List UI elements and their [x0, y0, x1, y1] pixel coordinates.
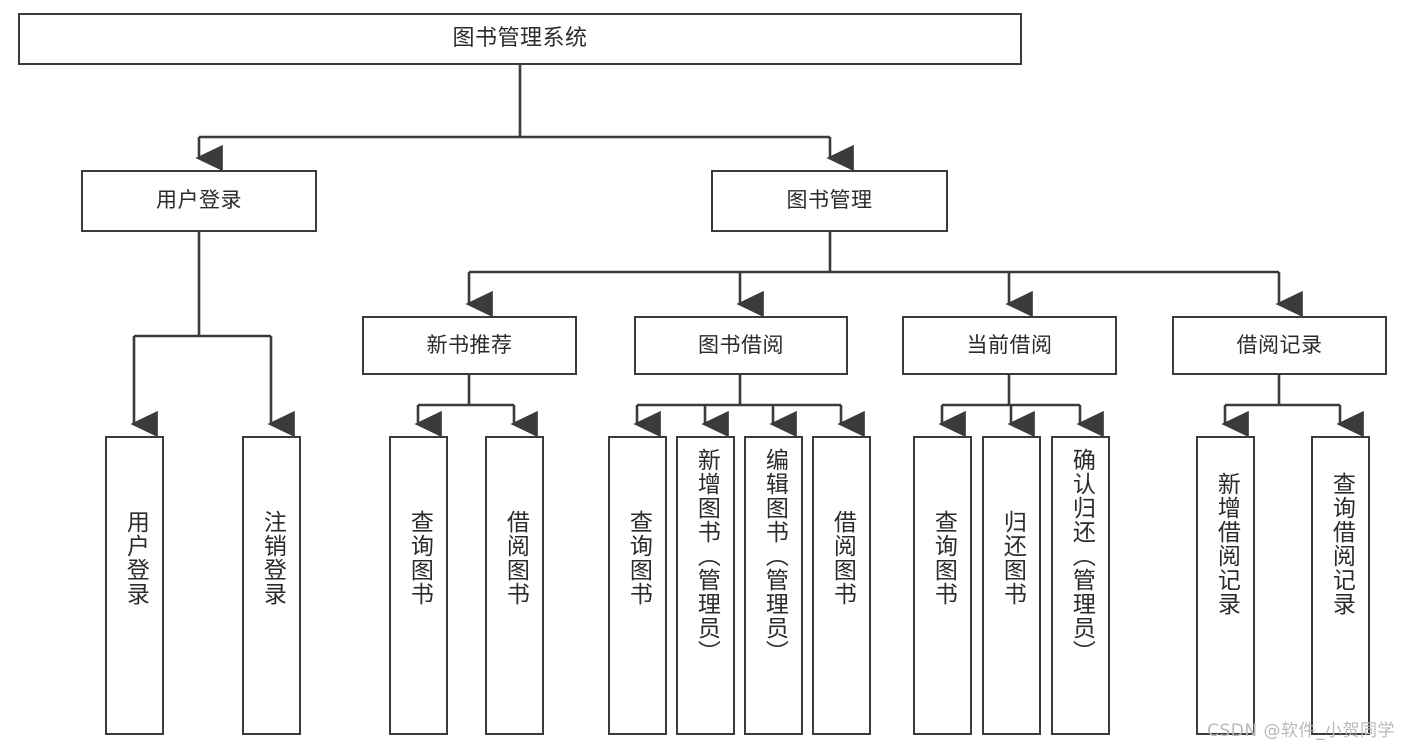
leaf-label: 新增图书（管理员）	[693, 448, 720, 664]
leaf-label: 借阅图书	[502, 510, 529, 606]
leaf-label: 注销登录	[259, 510, 286, 606]
leaf-label: 查询图书	[625, 510, 652, 606]
leaf-label: 归还图书	[999, 510, 1026, 606]
leaf-label: 借阅图书	[829, 510, 856, 606]
leaf-borrow-book-2[interactable]: 借阅图书	[812, 436, 871, 735]
leaf-add-book[interactable]: 新增图书（管理员）	[676, 436, 735, 735]
leaf-label: 新增借阅记录	[1213, 472, 1240, 616]
leaf-edit-book[interactable]: 编辑图书（管理员）	[744, 436, 803, 735]
leaf-label: 编辑图书（管理员）	[761, 448, 788, 664]
leaf-add-record[interactable]: 新增借阅记录	[1196, 436, 1255, 735]
node-current-borrow[interactable]: 当前借阅	[902, 316, 1117, 375]
leaf-confirm-return[interactable]: 确认归还（管理员）	[1051, 436, 1110, 735]
leaf-query-record[interactable]: 查询借阅记录	[1311, 436, 1370, 735]
leaf-query-book-1[interactable]: 查询图书	[389, 436, 448, 735]
node-book-borrow[interactable]: 图书借阅	[634, 316, 848, 375]
leaf-logout-login[interactable]: 注销登录	[242, 436, 301, 735]
leaf-label: 查询借阅记录	[1328, 472, 1355, 616]
leaf-label: 查询图书	[406, 510, 433, 606]
node-user-login[interactable]: 用户登录	[81, 170, 317, 232]
leaf-query-book-3[interactable]: 查询图书	[913, 436, 972, 735]
node-new-book-recommend[interactable]: 新书推荐	[362, 316, 577, 375]
leaf-borrow-book-1[interactable]: 借阅图书	[485, 436, 544, 735]
node-book-manage[interactable]: 图书管理	[711, 170, 948, 232]
leaf-label: 用户登录	[122, 510, 149, 606]
leaf-user-login[interactable]: 用户登录	[105, 436, 164, 735]
node-root-system[interactable]: 图书管理系统	[18, 13, 1022, 65]
leaf-query-book-2[interactable]: 查询图书	[608, 436, 667, 735]
leaf-label: 确认归还（管理员）	[1068, 448, 1095, 664]
leaf-return-book[interactable]: 归还图书	[982, 436, 1041, 735]
node-borrow-record[interactable]: 借阅记录	[1172, 316, 1387, 375]
leaf-label: 查询图书	[930, 510, 957, 606]
